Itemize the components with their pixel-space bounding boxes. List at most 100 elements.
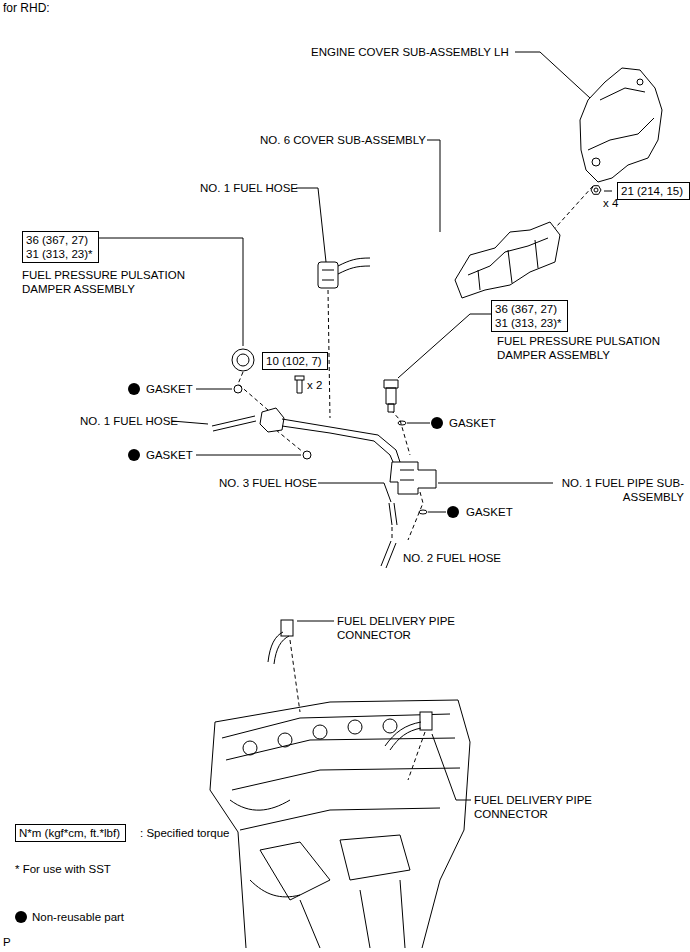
non-reusable-mark (15, 911, 27, 923)
dashed-line (276, 430, 303, 452)
leader-line (428, 512, 446, 513)
dashed-line (408, 732, 425, 780)
leader-line (432, 734, 471, 800)
part-name: NO. 1 FUEL PIPE SUB-ASSEMBLY (556, 476, 684, 504)
dashed-line (290, 640, 300, 712)
engine (226, 738, 455, 760)
leader-line (438, 483, 553, 484)
engine (274, 636, 289, 664)
nut (594, 188, 598, 192)
fuel-pipe (282, 419, 400, 462)
legend-entry: Non-reusable part (32, 910, 124, 924)
figure-code: P (3, 935, 11, 949)
engine-cover-lh (592, 158, 600, 166)
no6-cover (455, 222, 560, 298)
engine-cover-lh (637, 79, 643, 85)
diagram-title: for RHD: (3, 1, 50, 15)
dashed-line (392, 527, 393, 538)
bolt (297, 380, 302, 393)
legend-entry: : Specified torque (140, 826, 230, 840)
torque-value: 10 (102, 7) (266, 354, 324, 368)
nut (591, 186, 601, 195)
part-name: NO. 2 FUEL HOSE (403, 551, 501, 565)
torque-value: 36 (367, 27) (26, 233, 95, 247)
engine (313, 725, 327, 739)
leader-line (196, 389, 232, 390)
nut (591, 186, 601, 195)
part-name: NO. 6 COVER SUB-ASSEMBLY (260, 133, 426, 147)
fuel-hose (213, 421, 256, 431)
legend-text: Non-reusable part (32, 911, 124, 923)
engine (300, 880, 405, 948)
fuel-pipe (260, 408, 284, 432)
part-name: FUEL PRESSURE PULSATION DAMPER ASSEMBLY (22, 268, 207, 296)
bolt (295, 376, 304, 380)
engine (278, 733, 292, 747)
fuel-hose (212, 258, 397, 568)
gasket (234, 385, 427, 514)
engine (250, 880, 300, 897)
no6-cover (455, 222, 560, 298)
gasket (419, 510, 427, 514)
engine (383, 719, 397, 733)
fuel-hose (318, 262, 338, 288)
fuel-hose (212, 416, 255, 426)
engine (260, 842, 330, 900)
fuel-hose (338, 266, 370, 274)
torque-box: 36 (367, 27)31 (313, 23)* (22, 231, 99, 263)
part-name: FUEL PRESSURE PULSATION DAMPER ASSEMBLY (497, 334, 682, 362)
engine-cover-lh (580, 68, 662, 182)
engine (348, 720, 362, 734)
part-name: NO. 1 FUEL HOSE (200, 181, 298, 195)
engine-cover-lh (588, 118, 654, 150)
fuel-pipe (282, 426, 393, 462)
part-name: GASKET (466, 505, 513, 519)
leader-line (296, 188, 326, 262)
part-name: NO. 1 FUEL HOSE (80, 414, 178, 428)
non-reusable-mark (447, 506, 459, 518)
fuel-hose (338, 258, 370, 266)
leader-line (318, 483, 391, 502)
part-name: GASKET (146, 448, 193, 462)
gasket (234, 385, 242, 393)
pulsation-damper (384, 380, 398, 412)
engine (281, 620, 293, 636)
torque-legend-box: N*m (kgf*cm, ft.*lbf) (15, 824, 126, 842)
engine (215, 700, 470, 948)
engine (232, 768, 460, 790)
dashed-line (238, 372, 268, 410)
bolt (295, 376, 304, 393)
non-reusable-mark (128, 383, 140, 395)
leader-line (398, 314, 491, 378)
leader-line (427, 140, 440, 232)
leader-line (407, 423, 430, 424)
gasket (303, 451, 311, 459)
leader-line (515, 52, 590, 98)
pulsation-damper (237, 354, 249, 366)
fuel-hose (322, 270, 334, 280)
torque-value: N*m (kgf*cm, ft.*lbf) (19, 826, 122, 840)
torque-box: 36 (367, 27)31 (313, 23)* (491, 300, 568, 332)
part-name: GASKET (146, 382, 193, 396)
leader-line (196, 455, 301, 456)
drawing (15, 52, 662, 948)
pulsation-damper (232, 349, 398, 412)
torque-value: 31 (313, 23)* (495, 316, 564, 330)
part-name: ENGINE COVER SUB-ASSEMBLY LH (311, 45, 509, 59)
engine (420, 712, 432, 730)
part-name: NO. 3 FUEL HOSE (219, 476, 317, 490)
dashed-line (328, 290, 330, 418)
non-reusable-mark (128, 449, 140, 461)
non-reusable-mark (15, 383, 459, 923)
engine-cover-lh (600, 88, 645, 100)
gasket (398, 421, 406, 425)
torque-value: 36 (367, 27) (495, 302, 564, 316)
legend-text: : Specified torque (140, 827, 230, 839)
note: * For use with SST (15, 862, 111, 876)
no6-cover (468, 238, 548, 275)
leader-line (297, 621, 334, 622)
quantity: x 4 (603, 196, 618, 210)
engine (230, 800, 290, 810)
fuel-pipe (400, 470, 414, 480)
